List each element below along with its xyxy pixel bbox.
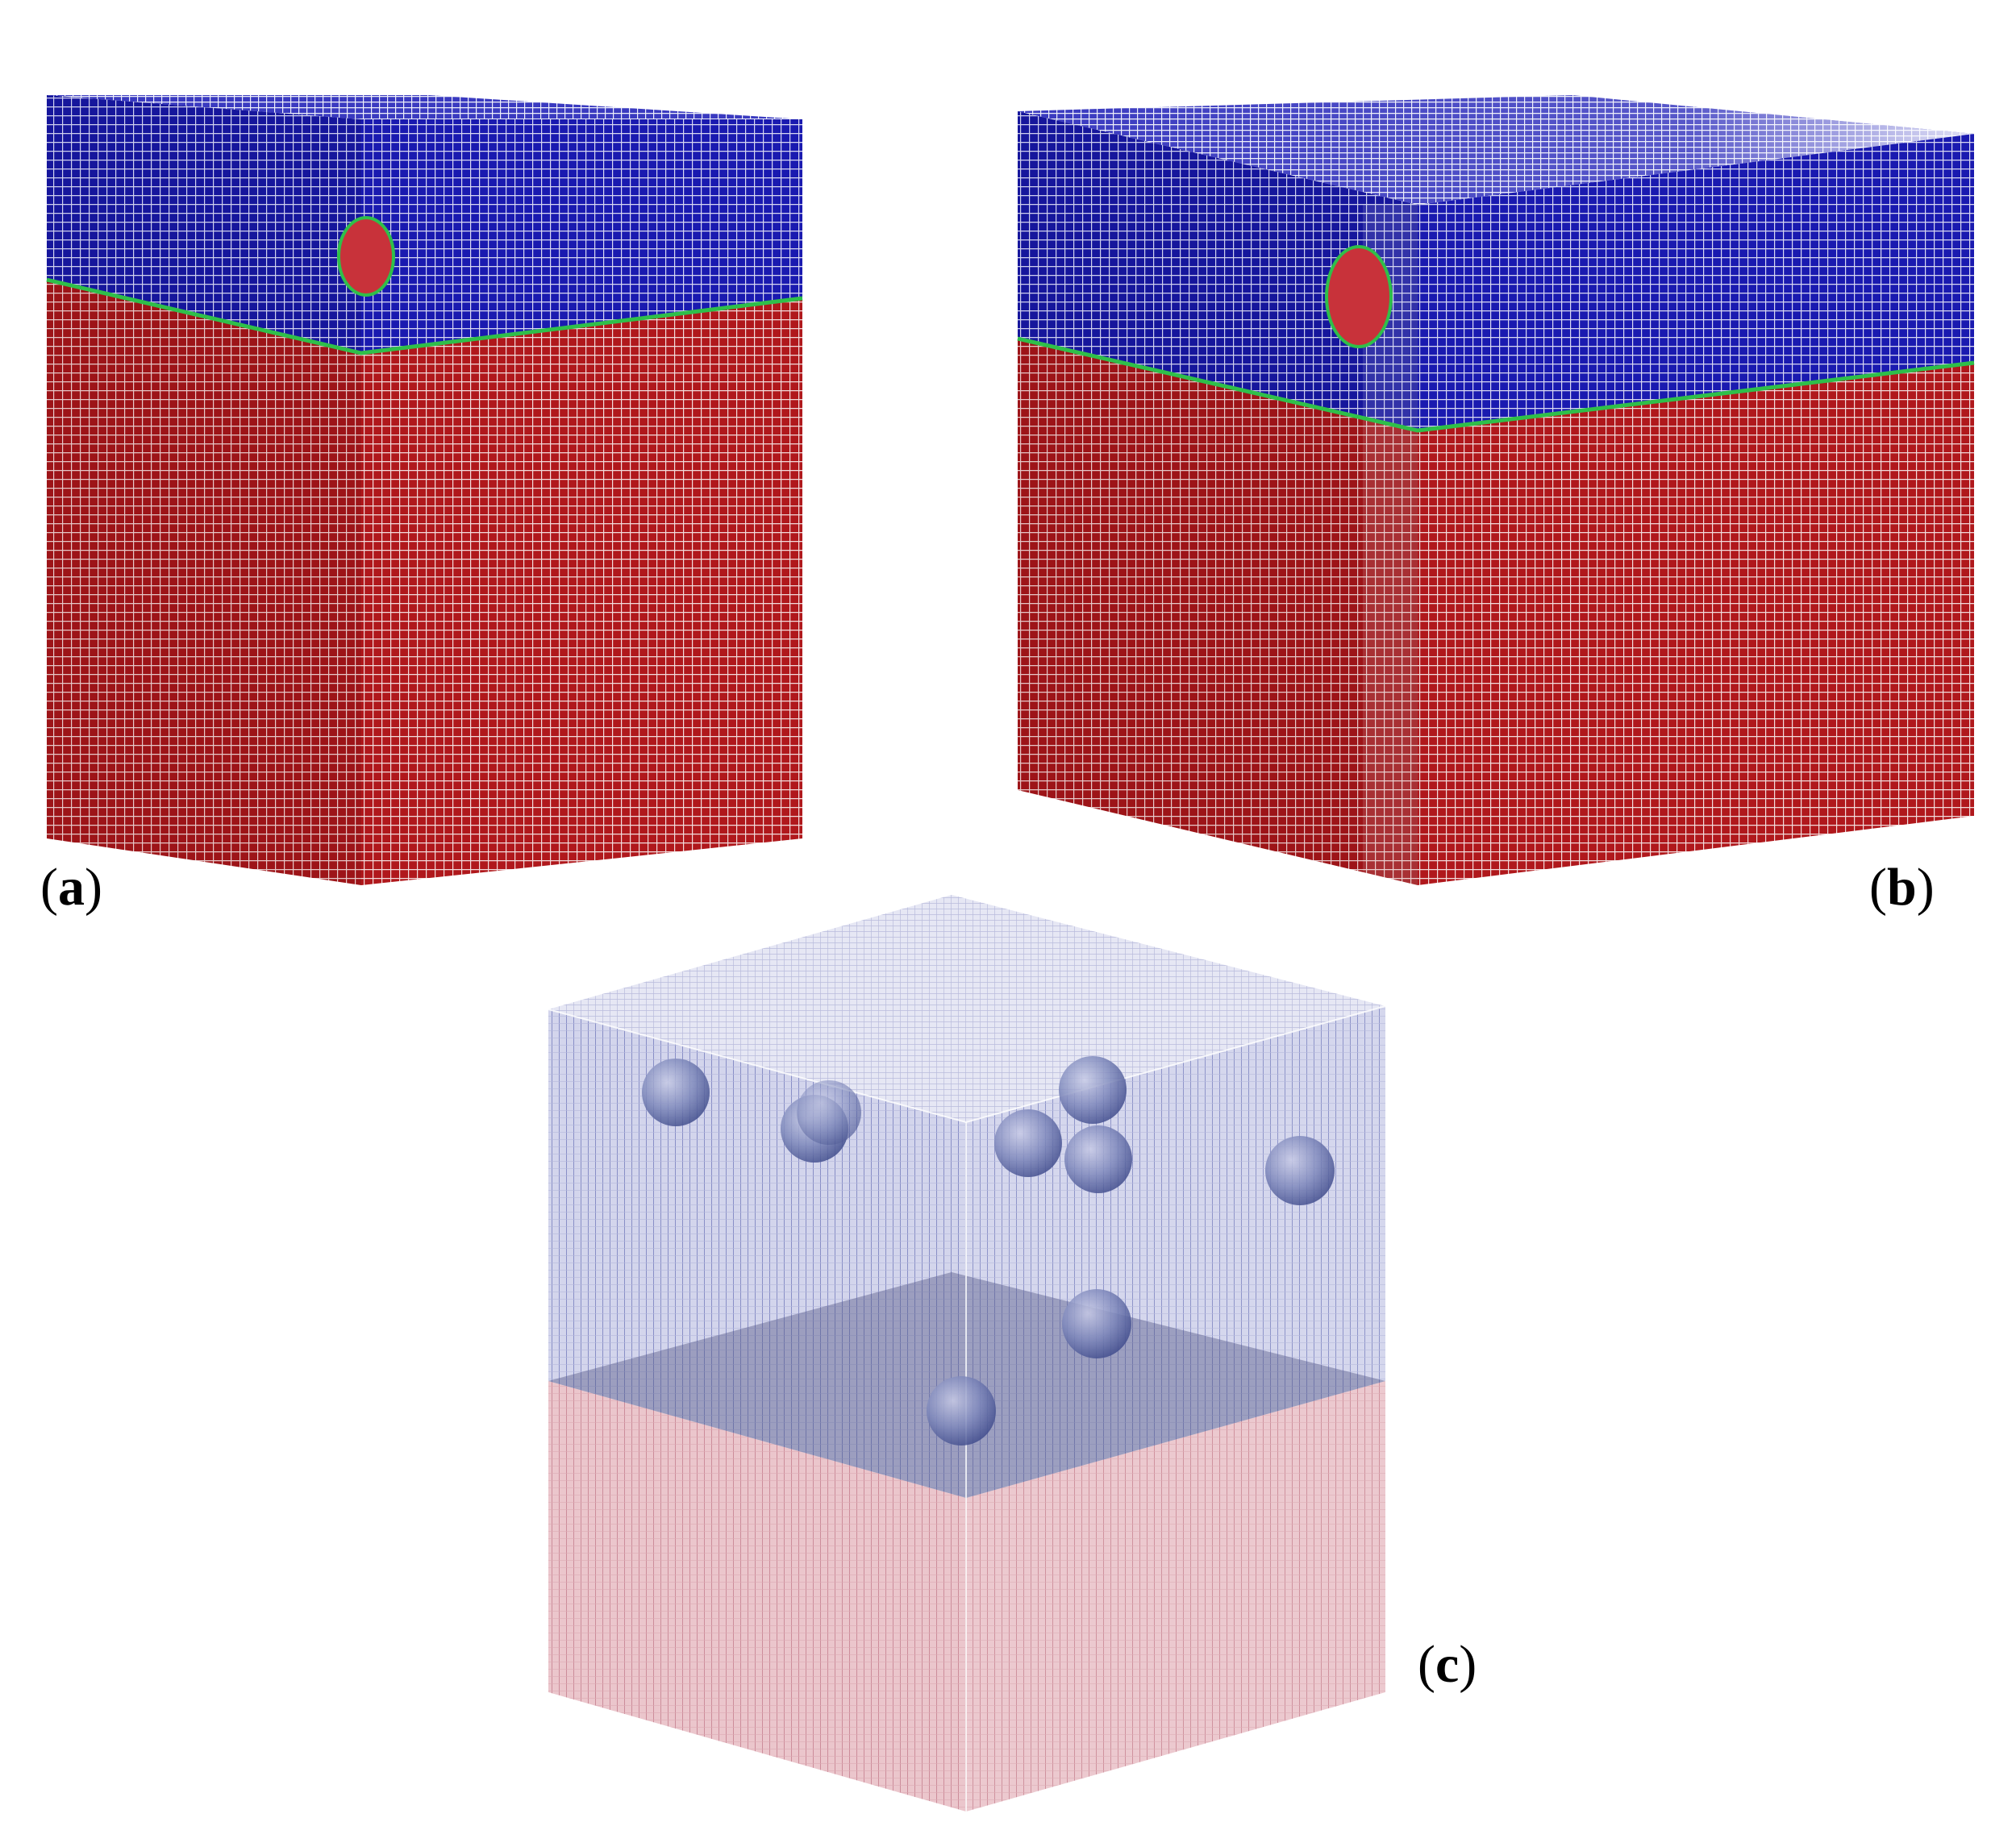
panel-label-b: (b) xyxy=(1869,858,1935,917)
panel-label-a: (a) xyxy=(40,858,102,917)
panel-c-transparent-box xyxy=(548,895,1386,1812)
panel-a-right-lower xyxy=(361,298,802,885)
panel-a-right-upper xyxy=(361,119,802,353)
panel-b-interface xyxy=(1017,336,1975,433)
bubble-sphere-icon xyxy=(994,1109,1062,1177)
panel-a-bubble xyxy=(337,216,395,297)
bubble-sphere-icon xyxy=(1062,1289,1131,1358)
panel-b-left-upper xyxy=(1018,111,1418,431)
panel-c-left-lower xyxy=(548,1381,966,1812)
bubble-sphere-icon xyxy=(1059,1056,1127,1124)
panel-label-b-letter: b xyxy=(1886,858,1917,917)
bubble-sphere-icon xyxy=(1064,1125,1132,1193)
panel-b-bubble xyxy=(1325,245,1393,348)
panel-a-left-upper xyxy=(47,95,361,353)
panel-c-right-lower xyxy=(966,1381,1385,1812)
panel-b-top-highlight xyxy=(1018,95,1974,205)
bubble-sphere-icon xyxy=(797,1080,861,1145)
bubble-sphere-icon xyxy=(642,1059,710,1126)
panel-c-bubbles xyxy=(642,1056,1335,1446)
panel-a-mesh-box xyxy=(46,95,803,885)
panel-a-left-lower xyxy=(47,280,361,885)
panel-b-right-upper xyxy=(1418,134,1974,431)
bubble-sphere-icon xyxy=(1265,1136,1335,1205)
panel-b-mesh-box xyxy=(1017,95,1975,885)
panel-label-a-letter: a xyxy=(57,858,85,917)
panel-b-left-lower xyxy=(1018,339,1418,885)
panel-b-right-lower xyxy=(1418,363,1974,885)
bubble-sphere-icon xyxy=(927,1376,996,1446)
panel-a-interface xyxy=(46,277,803,356)
panel-label-c: (c) xyxy=(1418,1635,1477,1694)
panel-label-c-letter: c xyxy=(1435,1635,1460,1694)
panel-a-top-face xyxy=(47,95,802,119)
